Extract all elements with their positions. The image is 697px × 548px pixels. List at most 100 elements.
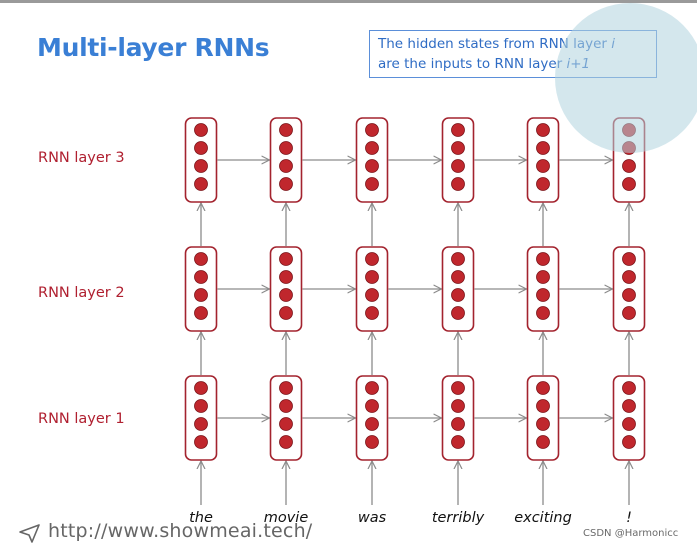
hidden-unit-dot bbox=[279, 399, 293, 413]
rnn-cell-l1-t2 bbox=[269, 375, 303, 461]
hidden-unit-dot bbox=[365, 141, 379, 155]
hidden-unit-dot bbox=[451, 252, 465, 266]
hidden-unit-dot bbox=[536, 417, 550, 431]
hidden-unit-dot bbox=[194, 159, 208, 173]
hidden-unit-dot bbox=[536, 123, 550, 137]
hidden-unit-dot bbox=[365, 381, 379, 395]
rnn-cell-l1-t1 bbox=[184, 375, 218, 461]
hidden-unit-dot bbox=[622, 270, 636, 284]
rnn-cell-l1-t4 bbox=[441, 375, 475, 461]
hidden-unit-dot bbox=[194, 417, 208, 431]
hidden-unit-dot bbox=[622, 417, 636, 431]
hidden-unit-dot bbox=[451, 417, 465, 431]
rnn-cell-l3-t5 bbox=[526, 117, 560, 203]
hidden-unit-dot bbox=[451, 435, 465, 449]
hidden-unit-dot bbox=[365, 123, 379, 137]
rnn-cell-l2-t2 bbox=[269, 246, 303, 332]
connection-arrows bbox=[201, 160, 629, 505]
hidden-unit-dot bbox=[451, 306, 465, 320]
hidden-unit-dot bbox=[451, 141, 465, 155]
hidden-unit-dot bbox=[194, 399, 208, 413]
hidden-unit-dot bbox=[622, 141, 636, 155]
rnn-cell-l1-t6 bbox=[612, 375, 646, 461]
rnn-cell-l3-t1 bbox=[184, 117, 218, 203]
hidden-unit-dot bbox=[365, 417, 379, 431]
hidden-unit-dot bbox=[194, 177, 208, 191]
hidden-unit-dot bbox=[622, 399, 636, 413]
hidden-unit-dot bbox=[365, 435, 379, 449]
callout-line-2-text: are the inputs to RNN layer bbox=[378, 56, 567, 72]
hidden-unit-dot bbox=[622, 159, 636, 173]
hidden-unit-dot bbox=[279, 306, 293, 320]
hidden-unit-dot bbox=[622, 306, 636, 320]
input-word-2: movie bbox=[263, 510, 309, 526]
hidden-unit-dot bbox=[451, 177, 465, 191]
layer-label-2: RNN layer 2 bbox=[38, 285, 125, 301]
hidden-unit-dot bbox=[622, 252, 636, 266]
watermark: CSDN @Harmonicc bbox=[583, 528, 679, 539]
hidden-unit-dot bbox=[194, 306, 208, 320]
rnn-cell-l1-t5 bbox=[526, 375, 560, 461]
hidden-unit-dot bbox=[194, 141, 208, 155]
hidden-unit-dot bbox=[194, 435, 208, 449]
hidden-unit-dot bbox=[194, 381, 208, 395]
hidden-unit-dot bbox=[536, 306, 550, 320]
hidden-unit-dot bbox=[194, 123, 208, 137]
input-word-4: terribly bbox=[431, 510, 485, 526]
rnn-cell-l3-t2 bbox=[269, 117, 303, 203]
hidden-unit-dot bbox=[365, 177, 379, 191]
rnn-cell-l2-t4 bbox=[441, 246, 475, 332]
hidden-unit-dot bbox=[279, 435, 293, 449]
hidden-unit-dot bbox=[365, 252, 379, 266]
hidden-unit-dot bbox=[279, 417, 293, 431]
input-word-5: exciting bbox=[514, 510, 572, 526]
hidden-unit-dot bbox=[536, 252, 550, 266]
rnn-cell-l2-t6 bbox=[612, 246, 646, 332]
hidden-unit-dot bbox=[451, 270, 465, 284]
hidden-unit-dot bbox=[365, 399, 379, 413]
hidden-unit-dot bbox=[279, 177, 293, 191]
input-word-6: ! bbox=[626, 510, 632, 526]
hidden-unit-dot bbox=[536, 288, 550, 302]
hidden-unit-dot bbox=[365, 159, 379, 173]
hidden-unit-dot bbox=[194, 270, 208, 284]
hidden-unit-dot bbox=[451, 123, 465, 137]
rnn-cell-l2-t5 bbox=[526, 246, 560, 332]
hidden-unit-dot bbox=[536, 177, 550, 191]
hidden-unit-dot bbox=[536, 435, 550, 449]
hidden-unit-dot bbox=[451, 381, 465, 395]
hidden-unit-dot bbox=[451, 159, 465, 173]
layer-label-3: RNN layer 3 bbox=[38, 150, 125, 166]
hidden-unit-dot bbox=[536, 270, 550, 284]
hidden-unit-dot bbox=[279, 123, 293, 137]
hidden-unit-dot bbox=[622, 123, 636, 137]
hidden-unit-dot bbox=[279, 381, 293, 395]
hidden-unit-dot bbox=[279, 159, 293, 173]
hidden-unit-dot bbox=[451, 288, 465, 302]
hidden-unit-dot bbox=[279, 270, 293, 284]
rnn-cell-l3-t3 bbox=[355, 117, 389, 203]
rnn-cell-l1-t3 bbox=[355, 375, 389, 461]
hidden-unit-dot bbox=[194, 252, 208, 266]
hidden-unit-dot bbox=[194, 288, 208, 302]
callout-line-1-text: The hidden states from RNN layer bbox=[378, 36, 612, 52]
rnn-cell-l2-t3 bbox=[355, 246, 389, 332]
rnn-cell-l3-t4 bbox=[441, 117, 475, 203]
input-word-3: was bbox=[357, 510, 387, 526]
hidden-unit-dot bbox=[365, 270, 379, 284]
rnn-cells bbox=[184, 117, 646, 461]
hidden-unit-dot bbox=[365, 288, 379, 302]
hidden-unit-dot bbox=[279, 141, 293, 155]
hidden-unit-dot bbox=[622, 288, 636, 302]
top-rule bbox=[0, 0, 697, 3]
hidden-unit-dot bbox=[622, 435, 636, 449]
layer-label-1: RNN layer 1 bbox=[38, 411, 125, 427]
hidden-unit-dot bbox=[536, 159, 550, 173]
cursor-arrow-icon bbox=[19, 524, 40, 543]
hidden-unit-dot bbox=[536, 381, 550, 395]
page-title: Multi-layer RNNs bbox=[37, 33, 270, 62]
rnn-cell-l3-t6 bbox=[612, 117, 646, 203]
rnn-cell-l2-t1 bbox=[184, 246, 218, 332]
hidden-unit-dot bbox=[279, 288, 293, 302]
